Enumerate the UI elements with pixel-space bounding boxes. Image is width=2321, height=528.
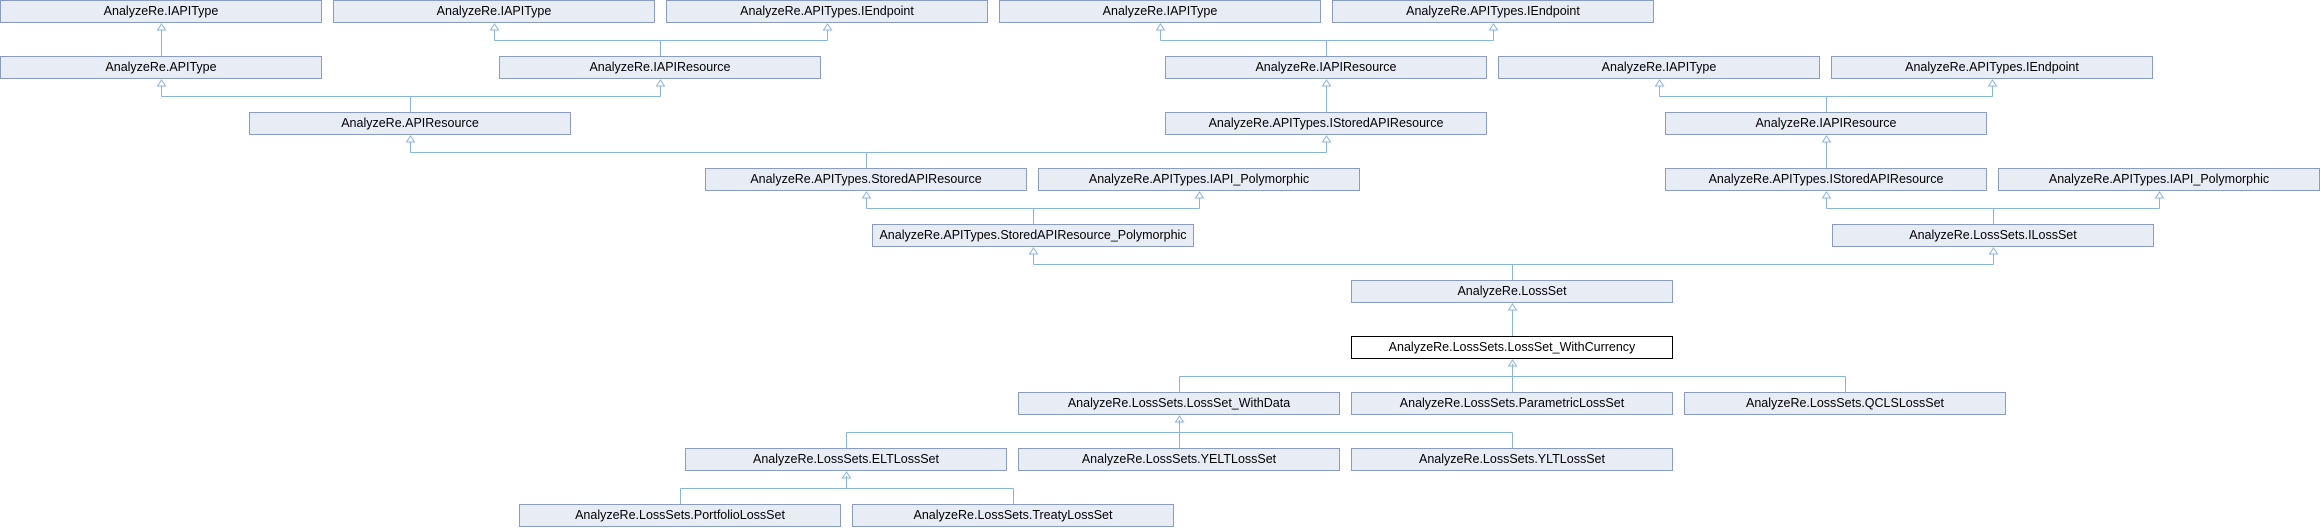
edge-arrowhead [405,135,416,143]
edge-arrowhead [861,191,872,199]
edge-arrowhead [1507,303,1518,311]
edge-arrowhead [1821,191,1832,199]
node-iendpoint[interactable]: AnalyzeRe.APITypes.IEndpoint [1831,56,2153,79]
node-iapitype[interactable]: AnalyzeRe.IAPIType [333,0,655,23]
node-apiresource[interactable]: AnalyzeRe.APIResource [249,112,571,135]
node-iapiresource[interactable]: AnalyzeRe.IAPIResource [1165,56,1487,79]
edge-arrowhead [1321,135,1332,143]
edge-arrowhead [1821,135,1832,143]
node-lossset-withcurrency[interactable]: AnalyzeRe.LossSets.LossSet_WithCurrency [1351,336,1673,359]
node-storedapiresource-polymorphic[interactable]: AnalyzeRe.APITypes.StoredAPIResource_Pol… [872,224,1194,247]
edge-arrowhead [1155,23,1166,31]
edge-arrowhead [1988,247,1999,255]
node-iapi-polymorphic[interactable]: AnalyzeRe.APITypes.IAPI_Polymorphic [1038,168,1360,191]
node-iendpoint[interactable]: AnalyzeRe.APITypes.IEndpoint [666,0,988,23]
node-iapiresource[interactable]: AnalyzeRe.IAPIResource [1665,112,1987,135]
edge-arrowhead [655,79,666,87]
node-iapi-polymorphic[interactable]: AnalyzeRe.APITypes.IAPI_Polymorphic [1998,168,2320,191]
node-yelt-lossset[interactable]: AnalyzeRe.LossSets.YELTLossSet [1018,448,1340,471]
edge-arrowhead [156,23,167,31]
node-iapitype[interactable]: AnalyzeRe.IAPIType [0,0,322,23]
edge-arrowhead [822,23,833,31]
node-iendpoint[interactable]: AnalyzeRe.APITypes.IEndpoint [1332,0,1654,23]
node-istoredapiresource[interactable]: AnalyzeRe.APITypes.IStoredAPIResource [1165,112,1487,135]
edge-arrowhead [2154,191,2165,199]
node-ylt-lossset[interactable]: AnalyzeRe.LossSets.YLTLossSet [1351,448,1673,471]
node-portfolio-lossset[interactable]: AnalyzeRe.LossSets.PortfolioLossSet [519,504,841,527]
node-elt-lossset[interactable]: AnalyzeRe.LossSets.ELTLossSet [685,448,1007,471]
node-ilossset[interactable]: AnalyzeRe.LossSets.ILossSet [1832,224,2154,247]
node-parametric-lossset[interactable]: AnalyzeRe.LossSets.ParametricLossSet [1351,392,1673,415]
edge-arrowhead [1987,79,1998,87]
node-iapiresource[interactable]: AnalyzeRe.IAPIResource [499,56,821,79]
node-iapitype[interactable]: AnalyzeRe.IAPIType [999,0,1321,23]
node-treaty-lossset[interactable]: AnalyzeRe.LossSets.TreatyLossSet [852,504,1174,527]
node-lossset[interactable]: AnalyzeRe.LossSet [1351,280,1673,303]
node-lossset-withdata[interactable]: AnalyzeRe.LossSets.LossSet_WithData [1018,392,1340,415]
node-storedapiresource[interactable]: AnalyzeRe.APITypes.StoredAPIResource [705,168,1027,191]
edge-arrowhead [489,23,500,31]
edge-arrowhead [1654,79,1665,87]
node-istoredapiresource[interactable]: AnalyzeRe.APITypes.IStoredAPIResource [1665,168,1987,191]
node-qcls-lossset[interactable]: AnalyzeRe.LossSets.QCLSLossSet [1684,392,2006,415]
node-iapitype[interactable]: AnalyzeRe.IAPIType [1498,56,1820,79]
edge-arrowhead [1321,79,1332,87]
node-apitype[interactable]: AnalyzeRe.APIType [0,56,322,79]
edge-arrowhead [1488,23,1499,31]
edge-arrowhead [156,79,167,87]
edge-arrowhead [1028,247,1039,255]
edge-arrowhead [1194,191,1205,199]
